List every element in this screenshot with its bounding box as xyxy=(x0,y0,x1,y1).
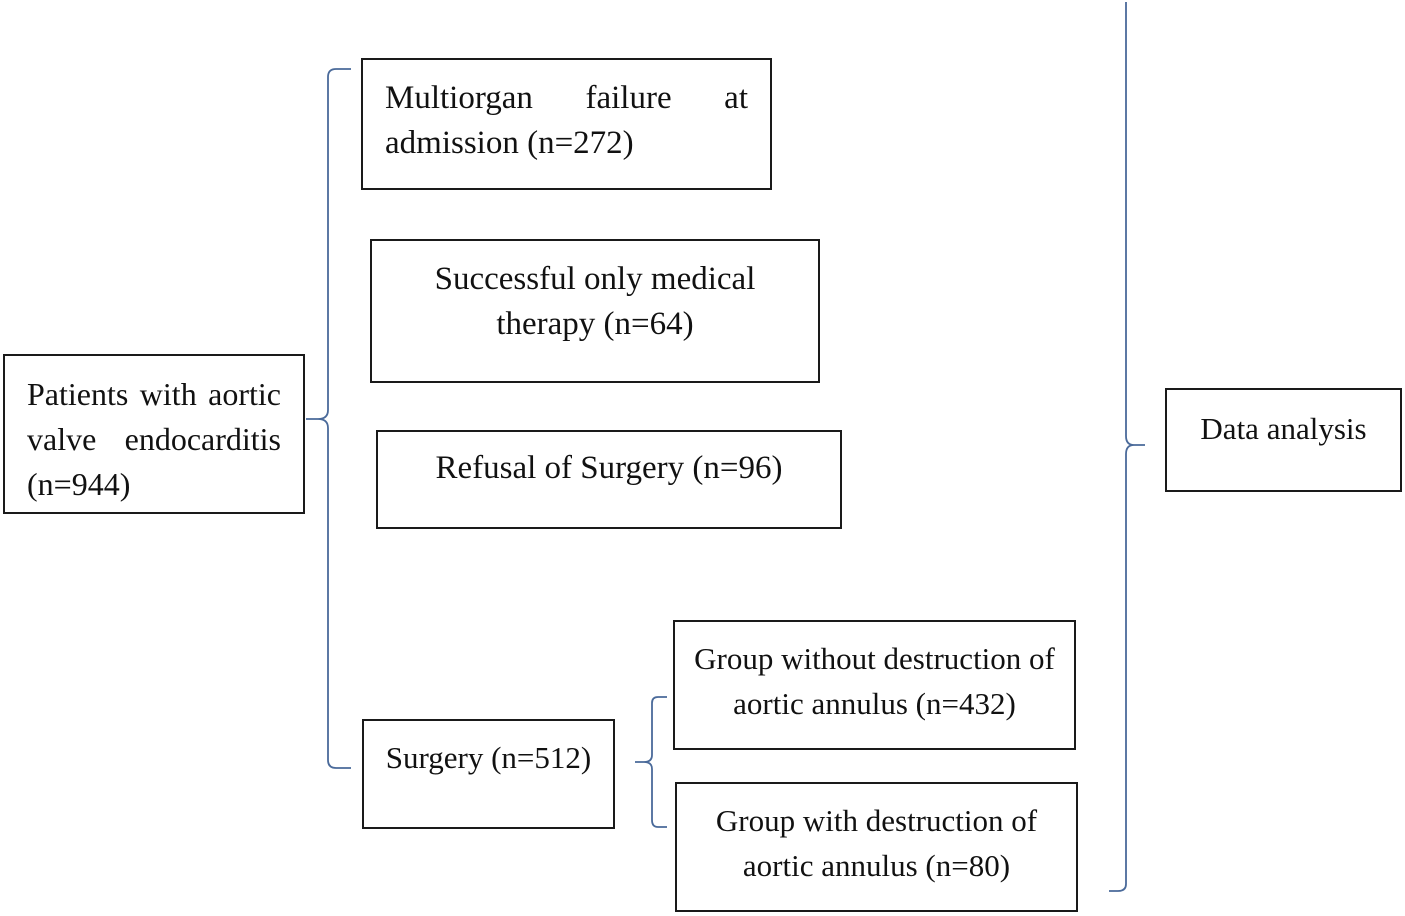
brace-data-analysis xyxy=(1109,2,1145,892)
group-with-destruction-label: Group with destruction of aortic annulus… xyxy=(715,803,1038,883)
medical-therapy-label: Successful only medical therapy (n=64) xyxy=(434,261,756,342)
medical-therapy-node: Successful only medical therapy (n=64) xyxy=(370,239,820,383)
surgery-label: Surgery (n=512) xyxy=(385,740,592,775)
group-without-destruction-label: Group without destruction of aortic annu… xyxy=(694,641,1055,721)
group-without-destruction-node: Group without destruction of aortic annu… xyxy=(673,620,1076,750)
multiorgan-failure-node: Multiorgan failure at admission (n=272) xyxy=(361,58,772,190)
brace-surgery-groups xyxy=(635,696,667,828)
surgery-node: Surgery (n=512) xyxy=(362,719,615,829)
multiorgan-failure-label: Multiorgan failure at admission (n=272) xyxy=(385,80,748,161)
patients-node: Patients with aortic valve endocarditis … xyxy=(3,354,305,514)
patients-label: Patients with aortic valve endocarditis … xyxy=(27,376,281,502)
brace-patients-outcomes xyxy=(306,68,351,769)
refusal-of-surgery-node: Refusal of Surgery (n=96) xyxy=(376,430,842,529)
refusal-of-surgery-label: Refusal of Surgery (n=96) xyxy=(435,450,783,486)
data-analysis-node: Data analysis xyxy=(1165,388,1402,492)
group-with-destruction-node: Group with destruction of aortic annulus… xyxy=(675,782,1078,912)
data-analysis-label: Data analysis xyxy=(1200,411,1367,446)
